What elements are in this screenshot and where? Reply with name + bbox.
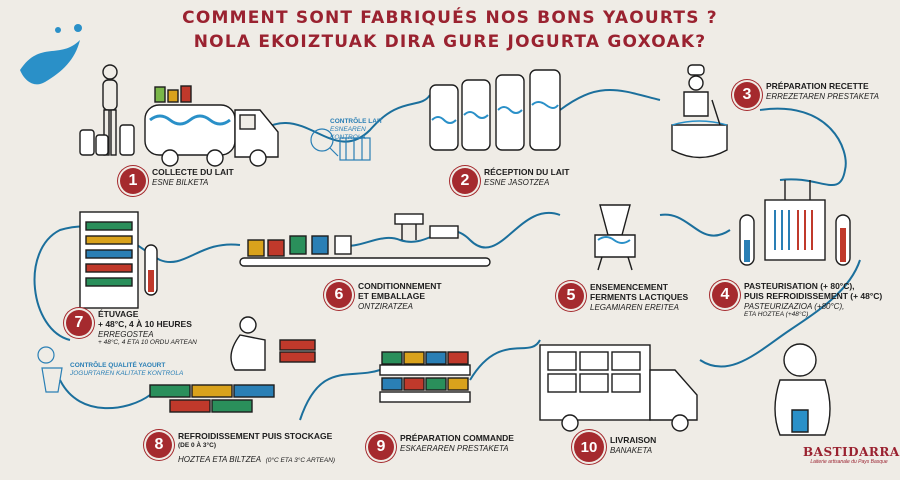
ferment-seeding-illustration [594, 204, 636, 271]
brand-logo: BASTIDARRA Laiterie artisanale du Pays B… [803, 445, 900, 465]
brand-name: BASTIDARRA [803, 445, 900, 459]
step-10: 10 LIVRAISON BANAKETA [574, 432, 656, 462]
milk-collection-illustration [79, 64, 279, 167]
step-subtitle-line2: (0°C ETA 3°C ARTEAN) [265, 457, 336, 465]
step-badge: 8 [146, 432, 172, 458]
milk-drop [74, 24, 82, 32]
step-1: 1 COLLECTE DU LAIT ESNE BILKETA [120, 167, 234, 194]
step-title-line2: (DE 0 À 3°C) [178, 441, 216, 449]
recipe-preparation-illustration [671, 64, 728, 159]
quality-control-illustration [37, 346, 63, 393]
step-subtitle-line1: ERREGOSTEA [98, 329, 154, 339]
step-6: 6 CONDITIONNEMENT ET EMBALLAGE ONTZIRATZ… [326, 281, 442, 311]
step-subtitle-line1: PASTEURIZAZIOA (+80°C), [744, 301, 845, 311]
brand-subtitle: Laiterie artisanale du Pays Basque [810, 459, 888, 465]
milk-control-illustration [310, 128, 371, 161]
step-title: RÉCEPTION DU LAIT [484, 167, 570, 177]
customer-illustration [774, 343, 831, 436]
step-badge: 6 [326, 282, 352, 308]
step-7: 7 ÉTUVAGE + 48°C, 4 À 10 HEURES ERREGOST… [66, 309, 197, 346]
step-3: 3 PRÉPARATION RECETTE ERREZETAREN PRESTA… [734, 81, 879, 108]
delivery-truck-illustration [539, 344, 698, 432]
step-badge: 5 [558, 283, 584, 309]
step-title-line1: CONDITIONNEMENT [358, 281, 442, 291]
order-preparation-illustration [379, 351, 471, 403]
step-title-line1: REFROIDISSEMENT PUIS STOCKAGE [178, 431, 333, 441]
step-title: PRÉPARATION RECETTE [766, 81, 869, 91]
step-subtitle: BANAKETA [610, 445, 653, 455]
step-badge: 3 [734, 82, 760, 108]
step-5: 5 ENSEMENCEMENT FERMENTS LACTIQUES LEGAM… [558, 282, 689, 312]
step-4: 4 PASTEURISATION (+ 80°C), PUIS REFROIDI… [712, 281, 883, 318]
milk-drop [55, 27, 61, 33]
step-title: LIVRAISON [610, 435, 657, 445]
step-8: 8 REFROIDISSEMENT PUIS STOCKAGE (DE 0 À … [146, 431, 336, 468]
step-badge: 10 [574, 432, 604, 462]
step-2: 2 RÉCEPTION DU LAIT ESNE JASOTZEA [452, 167, 570, 194]
milk-control-label: CONTRÔLE LAIT ESNEAREN KONTROLA [330, 118, 383, 141]
page-title-fr: COMMENT SONT FABRIQUÉS NOS BONS YAOURTS … [182, 8, 718, 28]
step-subtitle: ESKAERAREN PRESTAKETA [400, 443, 509, 453]
packaging-line-illustration [239, 213, 491, 267]
step-badge: 2 [452, 168, 478, 194]
step-badge: 4 [712, 282, 738, 308]
step-title-line1: ÉTUVAGE [98, 309, 139, 319]
pasteurizer-illustration [739, 180, 851, 266]
step-title-line2: + 48°C, 4 À 10 HEURES [98, 318, 192, 329]
step-title: PRÉPARATION COMMANDE [400, 433, 514, 443]
cold-storage-illustration [149, 316, 316, 413]
yogurt-quality-control-label: CONTRÔLE QUALITÉ YAOURT JOGURTAREN KALIT… [70, 362, 184, 377]
silo-tanks-illustration [429, 69, 561, 151]
incubator-illustration [79, 211, 158, 309]
step-subtitle: ESNE JASOTZEA [484, 177, 550, 187]
step-subtitle-line2: + 48°C, 4 ETA 10 ORDU ARTEAN [98, 338, 197, 346]
milk-splash [20, 40, 80, 85]
step-title-line1: PASTEURISATION (+ 80°C), [744, 281, 855, 291]
step-subtitle: ESNE BILKETA [152, 177, 209, 187]
step-badge: 7 [66, 310, 92, 336]
step-title-line2: ET EMBALLAGE [358, 290, 426, 301]
step-subtitle: ERREZETAREN PRESTAKETA [766, 91, 879, 101]
step-9: 9 PRÉPARATION COMMANDE ESKAERAREN PRESTA… [368, 433, 514, 460]
step-title-line2: FERMENTS LACTIQUES [590, 291, 689, 302]
step-title-line1: ENSEMENCEMENT [590, 282, 668, 292]
step-subtitle-line2: ETA HOZTEA (+48°C) [744, 310, 809, 318]
step-subtitle: ONTZIRATZEA [358, 301, 413, 311]
step-subtitle: LEGAMIAREN EREITEA [590, 302, 679, 312]
step-badge: 1 [120, 168, 146, 194]
step-title: COLLECTE DU LAIT [152, 167, 234, 177]
step-subtitle-line1: HOZTEA ETA BILTZEA [178, 455, 262, 465]
page-title-eu: NOLA EKOIZTUAK DIRA GURE JOGURTA GOXOAK? [193, 32, 707, 52]
step-badge: 9 [368, 434, 394, 460]
step-title-line2: PUIS REFROIDISSEMENT (+ 48°C) [744, 290, 883, 301]
